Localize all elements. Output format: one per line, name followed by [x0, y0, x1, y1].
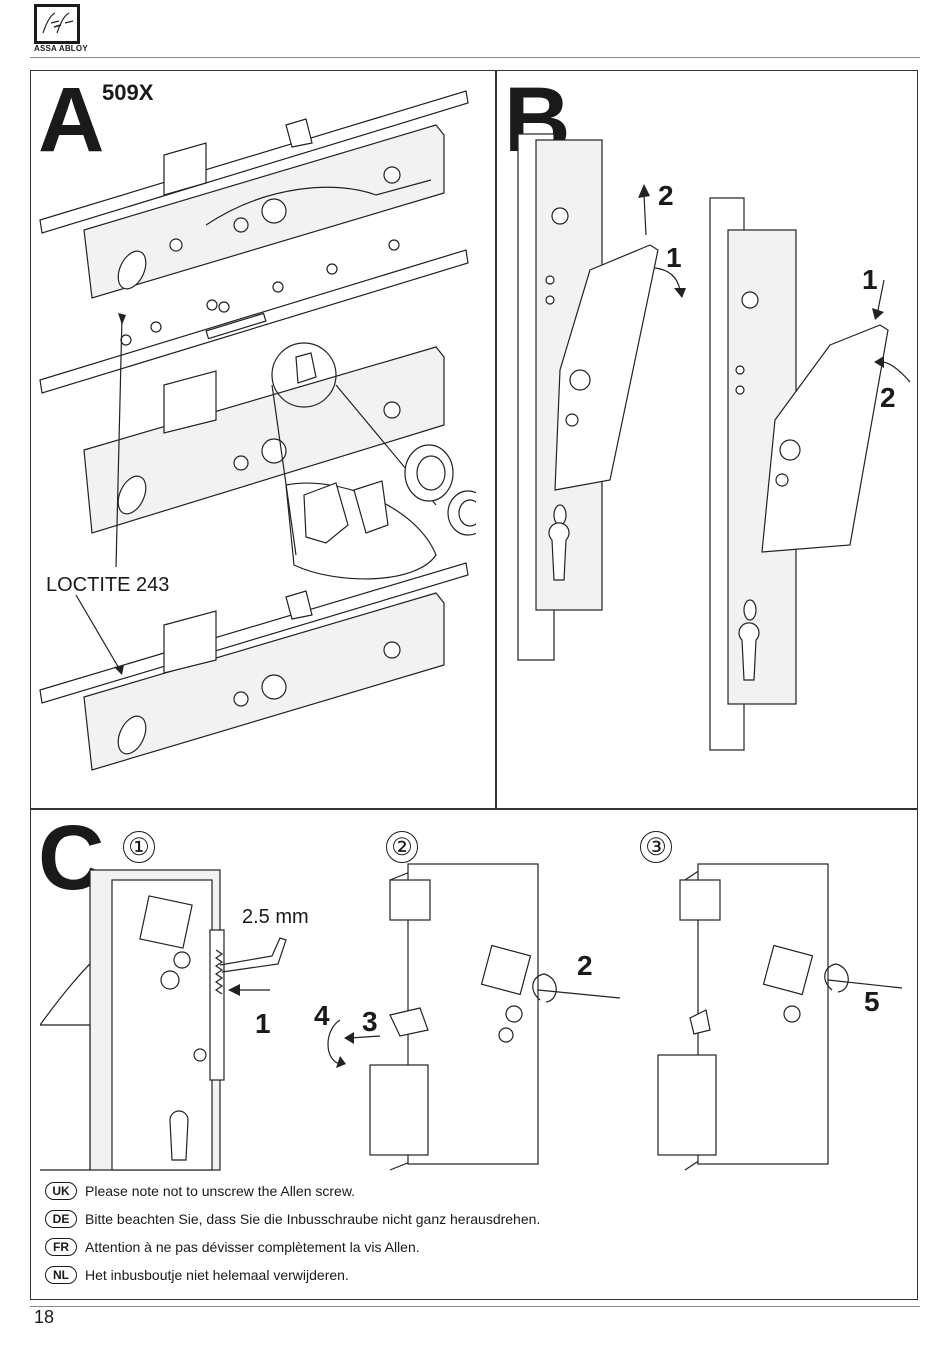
lock-body-top: [39, 90, 469, 299]
panel-c-illustration: [40, 863, 903, 1171]
c-step-2-marker: ②: [386, 831, 418, 863]
note-text-uk: Please note not to unscrew the Allen scr…: [85, 1183, 356, 1199]
c-step-3-label: 5: [864, 986, 880, 1017]
c-step-1-marker: ①: [123, 831, 155, 863]
loctite-arrow-down: [75, 594, 121, 671]
note-de: DE Bitte beachten Sie, dass Sie die Inbu…: [45, 1209, 540, 1229]
c-step-2-label-c: 3: [362, 1006, 378, 1037]
brand-name: ASSA ABLOY: [34, 44, 88, 53]
note-text-fr: Attention à ne pas dévisser complètement…: [85, 1239, 420, 1255]
panel-a-model: 509X: [102, 80, 154, 105]
page-number: 18: [34, 1307, 55, 1327]
note-uk: UK Please note not to unscrew the Allen …: [45, 1181, 355, 1201]
arrow-rotate-left: [654, 267, 681, 291]
c-step-2-label-a: 2: [577, 950, 593, 981]
panel-a-illustration: [39, 90, 476, 771]
loctite-arrow-up: [115, 316, 123, 568]
lock-body-bottom: [39, 562, 469, 771]
arrow-up-left: [643, 194, 647, 236]
note-text-nl: Het inbusboutje niet helemaal verwijdere…: [85, 1267, 349, 1283]
faceplate-middle: [39, 239, 469, 394]
effeff-logo: [34, 4, 80, 44]
lang-badge-de: DE: [45, 1210, 77, 1228]
c-step-3-marker: ③: [640, 831, 672, 863]
lang-badge-nl: NL: [45, 1266, 77, 1284]
note-text-de: Bitte beachten Sie, dass Sie die Inbussc…: [85, 1211, 541, 1227]
lock-left: [517, 133, 659, 661]
c-step-2-label-b: 4: [314, 1000, 330, 1031]
b-step-label-4: 2: [880, 382, 896, 413]
loctite-label: LOCTITE 243: [46, 574, 170, 596]
panel-b-illustration: [517, 133, 911, 751]
step-1-detail: [40, 869, 287, 1171]
zoom-detail: [271, 384, 476, 580]
allen-key-size: 2.5 mm: [242, 906, 309, 928]
header-rule: [30, 57, 920, 58]
step-2-detail: [327, 863, 621, 1171]
effeff-logo-mark: [37, 7, 77, 41]
footer-rule: [30, 1306, 920, 1307]
note-fr: FR Attention à ne pas dévisser complètem…: [45, 1237, 420, 1257]
panel-divider-vertical: [495, 70, 497, 808]
panel-a-letter: A: [38, 69, 105, 171]
panel-divider-horizontal: [30, 808, 918, 810]
arrow-down-right: [877, 279, 885, 311]
lang-badge-fr: FR: [45, 1238, 77, 1256]
lock-right: [709, 197, 889, 751]
lang-badge-uk: UK: [45, 1182, 77, 1200]
lock-body-middle: [83, 342, 445, 534]
step-3-detail: [657, 863, 903, 1171]
note-nl: NL Het inbusboutje niet helemaal verwijd…: [45, 1265, 349, 1285]
instruction-frame: [30, 70, 918, 1300]
b-step-label-1: 2: [658, 180, 674, 211]
arrow-rotate-right: [881, 361, 911, 383]
c-step-1-label: 1: [255, 1008, 271, 1039]
b-step-label-3: 1: [862, 264, 878, 295]
b-step-label-2: 1: [666, 242, 682, 273]
